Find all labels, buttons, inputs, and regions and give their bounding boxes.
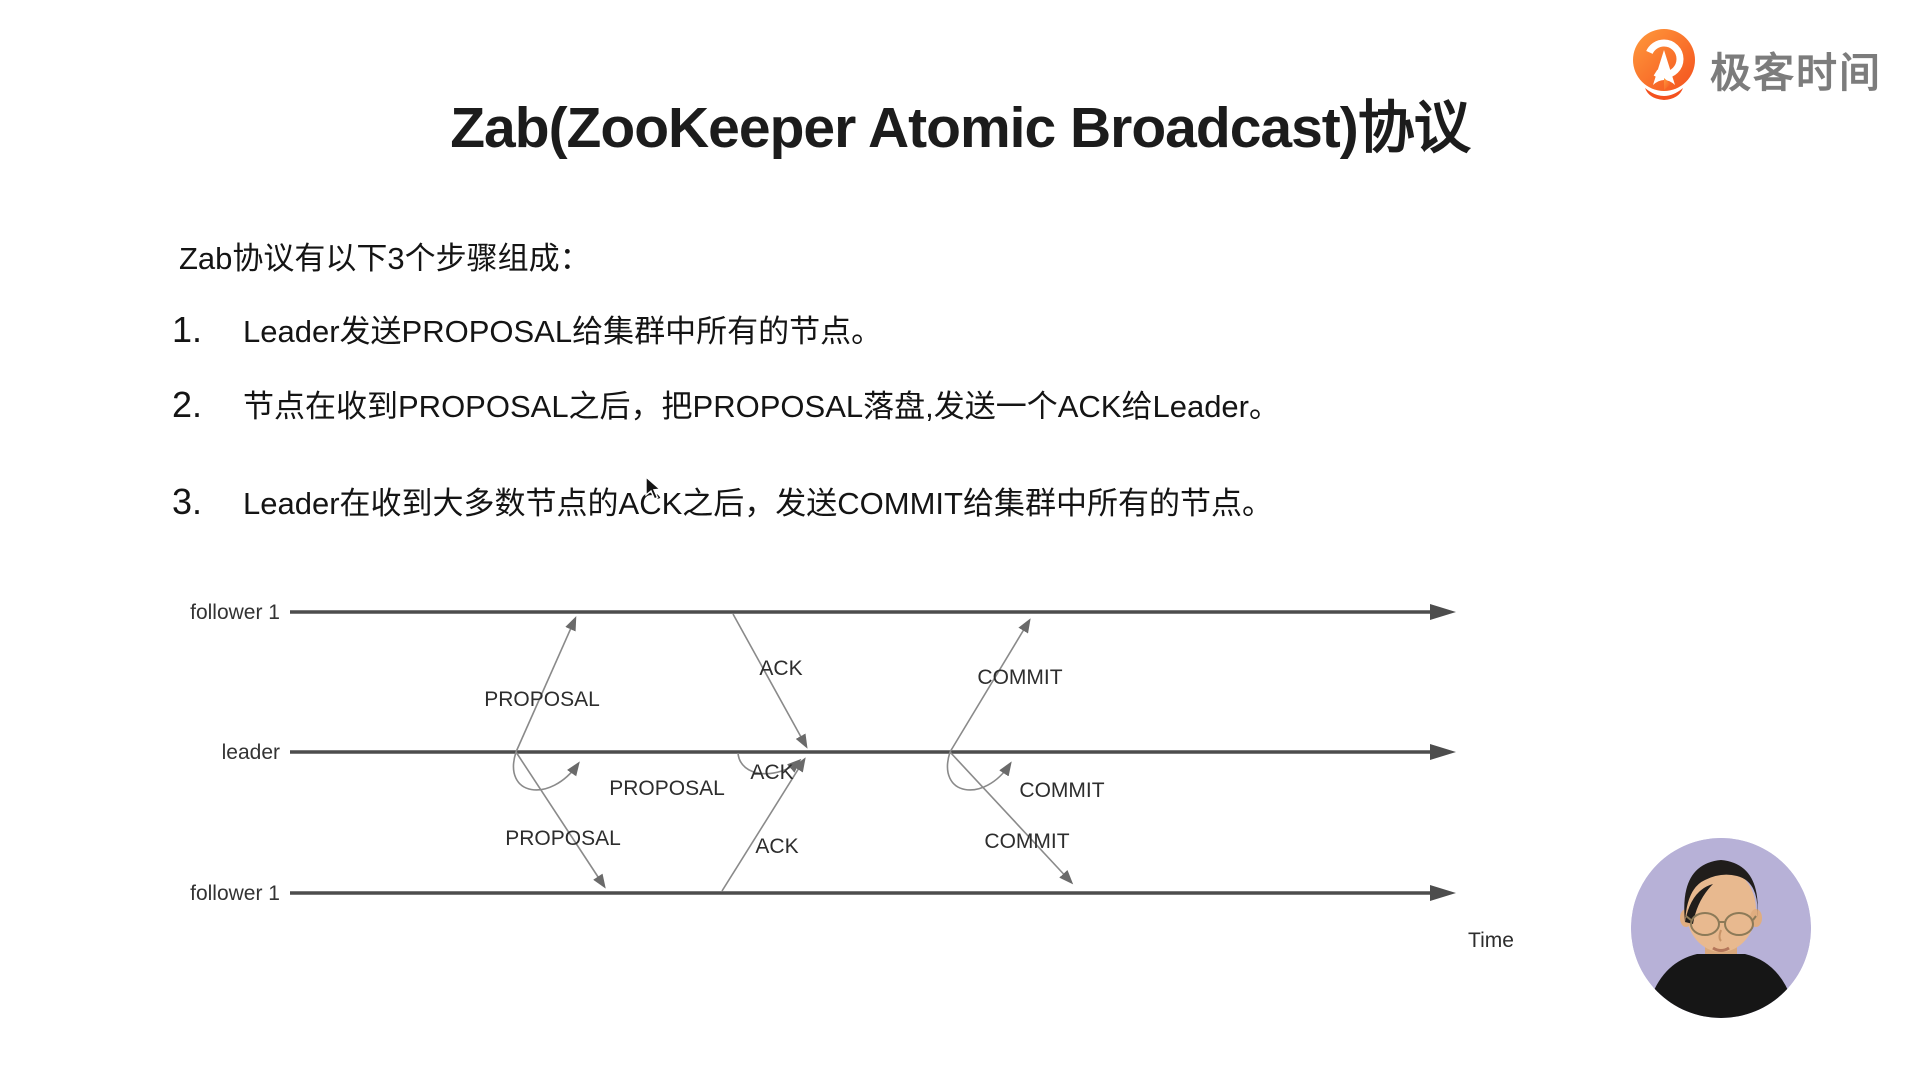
lane-label-leader: leader — [222, 741, 280, 764]
step-number: 3. — [172, 481, 203, 522]
presenter-portrait — [1631, 838, 1811, 1018]
lane-label-follower1-bottom: follower 1 — [190, 882, 280, 905]
proposal-label-middle: PROPOSAL — [609, 777, 725, 800]
mouse-cursor-icon — [644, 475, 662, 507]
proposal-arrow-to-follower2 — [515, 751, 606, 889]
time-axis-label: Time — [1468, 929, 1514, 952]
ack-label-upper: ACK — [759, 657, 802, 680]
commit-label-middle: COMMIT — [1019, 779, 1104, 802]
page-title: Zab(ZooKeeper Atomic Broadcast)协议 — [450, 96, 1471, 160]
step-number: 2. — [172, 384, 203, 425]
ack-label-lower: ACK — [755, 835, 798, 858]
ack-arrow-from-follower1 — [732, 613, 808, 749]
proposal-label-lower: PROPOSAL — [505, 827, 621, 850]
timeline-leader — [290, 744, 1456, 760]
commit-arrow-to-follower1 — [949, 618, 1031, 753]
timeline-follower1-top — [290, 604, 1456, 620]
proposal-label-upper: PROPOSAL — [484, 688, 600, 711]
timeline-arrowhead — [1430, 885, 1456, 901]
step-item-2: 2. 节点在收到PROPOSAL之后，把PROPOSAL落盘,发送一个ACK给L… — [172, 381, 1280, 426]
step-number: 1. — [172, 309, 203, 350]
intro-text: Zab协议有以下3个步骤组成： — [179, 241, 591, 276]
webcam-avatar — [1631, 838, 1811, 1018]
commit-label-upper: COMMIT — [977, 666, 1062, 689]
commit-arrow-to-follower2 — [949, 751, 1074, 885]
geektime-logo-icon — [1630, 28, 1700, 109]
proposal-arrow-to-follower1 — [515, 616, 577, 753]
geektime-logo-text: 极客时间 — [1710, 49, 1882, 96]
sequence-diagram: follower 1 leader follower 1 — [150, 580, 1550, 985]
step-text: Leader发送PROPOSAL给集群中所有的节点。 — [243, 314, 883, 349]
commit-label-lower: COMMIT — [984, 830, 1069, 853]
ack-arrow-from-follower2 — [721, 757, 806, 892]
geektime-logo: 极客时间 — [1630, 28, 1882, 109]
lane-label-follower1-top: follower 1 — [190, 601, 280, 624]
step-item-3: 3. Leader在收到大多数节点的ACK之后，发送COMMIT给集群中所有的节… — [172, 478, 1273, 523]
step-item-1: 1. Leader发送PROPOSAL给集群中所有的节点。 — [172, 306, 882, 351]
timeline-arrowhead — [1430, 744, 1456, 760]
commit-self-loop-arrow — [946, 751, 1012, 791]
step-text: 节点在收到PROPOSAL之后，把PROPOSAL落盘,发送一个ACK给Lead… — [243, 389, 1280, 424]
step-text: Leader在收到大多数节点的ACK之后，发送COMMIT给集群中所有的节点。 — [243, 486, 1273, 521]
ack-self-loop-arrow — [737, 752, 802, 775]
timeline-arrowhead — [1430, 604, 1456, 620]
proposal-self-loop-arrow — [512, 751, 580, 791]
ack-label-middle: ACK — [750, 761, 793, 784]
timeline-follower1-bottom — [290, 885, 1456, 901]
